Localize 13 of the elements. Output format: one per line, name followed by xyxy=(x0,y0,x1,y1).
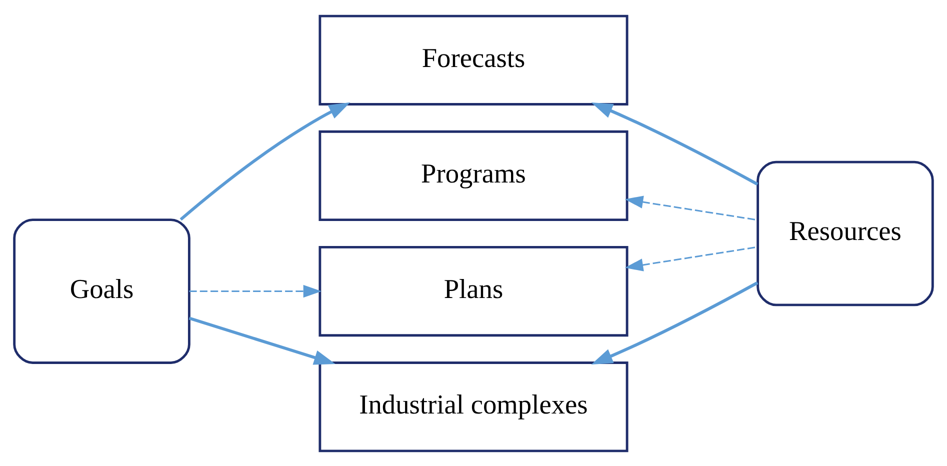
node-box: Forecasts xyxy=(318,14,628,105)
arrow xyxy=(624,195,758,220)
node-box: Goals xyxy=(13,218,190,364)
node-box: Programs xyxy=(318,130,628,221)
arrow xyxy=(591,280,758,364)
arrow xyxy=(189,284,322,298)
arrow xyxy=(624,246,758,271)
node-box: Resources xyxy=(756,160,934,306)
node-box: Plans xyxy=(318,245,628,336)
arrow xyxy=(188,316,336,364)
arrow xyxy=(591,102,758,186)
arrow xyxy=(180,102,350,220)
node-box: Industrial complexes xyxy=(318,361,628,452)
